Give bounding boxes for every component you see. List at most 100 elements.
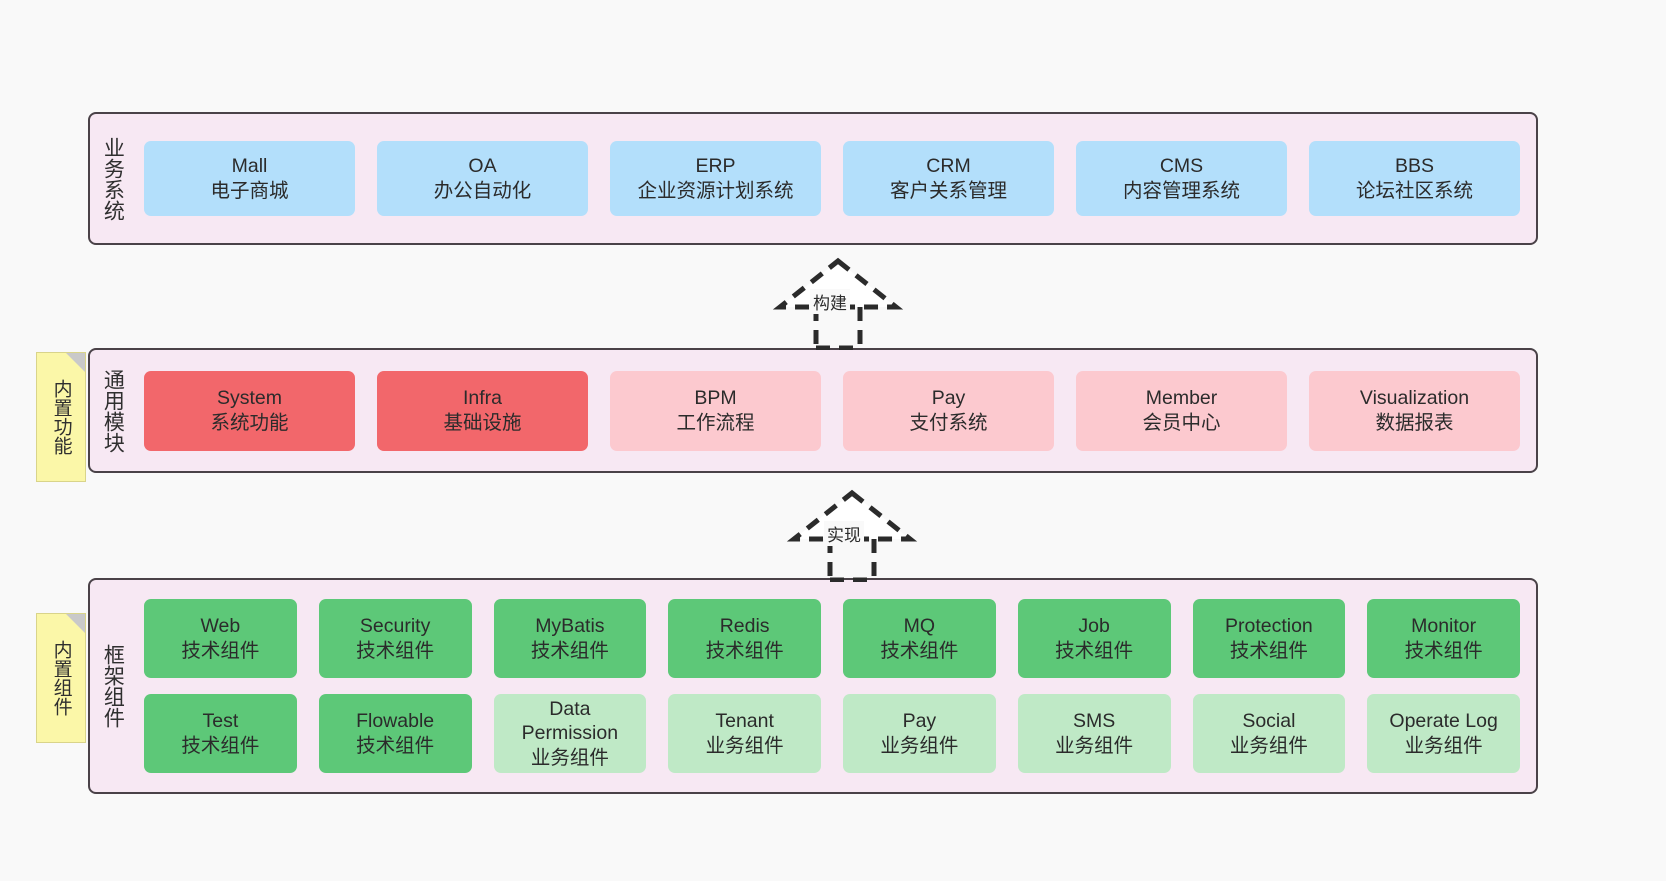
card-title-cn: 业务组件 — [705, 734, 784, 757]
layer-common-modules: 通用模块 System 系统功能 Infra 基础设施 BPM 工作流程 Pay… — [88, 348, 1538, 473]
card-title-cn: 技术组件 — [356, 639, 435, 662]
card-title-cn: 技术组件 — [530, 639, 609, 662]
card-title-en: Web — [200, 615, 241, 638]
layer-body-business: Mall 电子商城 OA 办公自动化 ERP 企业资源计划系统 CRM 客户关系… — [134, 114, 1536, 243]
card-oa[interactable]: OA 办公自动化 — [377, 141, 588, 216]
card-row: System 系统功能 Infra 基础设施 BPM 工作流程 Pay 支付系统… — [144, 370, 1520, 451]
card-mq[interactable]: MQ 技术组件 — [843, 599, 996, 678]
card-test[interactable]: Test 技术组件 — [144, 694, 297, 773]
card-title-en: Visualization — [1359, 387, 1470, 410]
card-social[interactable]: Social 业务组件 — [1192, 694, 1346, 773]
layer-title-business: 业务系统 — [101, 136, 125, 221]
card-title-en: Infra — [462, 387, 503, 410]
card-data-permission[interactable]: Data Permission 业务组件 — [493, 694, 647, 773]
card-title-cn: 业务组件 — [880, 734, 959, 757]
card-title-en: Redis — [719, 615, 770, 638]
card-cms[interactable]: CMS 内容管理系统 — [1076, 141, 1287, 216]
card-title-en: MyBatis — [535, 615, 605, 638]
card-sms[interactable]: SMS 业务组件 — [1017, 694, 1171, 773]
card-title-cn: 业务组件 — [1229, 734, 1308, 757]
arrow-label-implement: 实现 — [824, 521, 864, 546]
card-visualization[interactable]: Visualization 数据报表 — [1309, 370, 1520, 451]
card-title-en: Job — [1078, 615, 1110, 638]
card-crm[interactable]: CRM 客户关系管理 — [843, 141, 1054, 216]
card-pay[interactable]: Pay 支付系统 — [843, 370, 1054, 451]
card-mall[interactable]: Mall 电子商城 — [144, 141, 355, 216]
card-monitor[interactable]: Monitor 技术组件 — [1367, 599, 1520, 678]
card-tenant[interactable]: Tenant 业务组件 — [668, 694, 821, 773]
card-title-cn: 数据报表 — [1375, 411, 1454, 434]
card-title-cn: 业务组件 — [1404, 734, 1483, 757]
card-title-cn: 技术组件 — [181, 639, 260, 662]
card-redis[interactable]: Redis 技术组件 — [668, 599, 821, 678]
note-label: 内置组件 — [50, 640, 72, 716]
card-title-cn: 技术组件 — [1229, 639, 1308, 662]
card-title-en: BPM — [694, 387, 737, 410]
card-title-en: CMS — [1159, 155, 1204, 178]
card-system[interactable]: System 系统功能 — [144, 370, 355, 451]
card-title-cn: 企业资源计划系统 — [637, 179, 794, 202]
card-title-en: Social — [1242, 710, 1296, 733]
card-mybatis[interactable]: MyBatis 技术组件 — [493, 599, 647, 678]
card-title-cn: 电子商城 — [210, 179, 289, 202]
layer-title-common: 通用模块 — [101, 368, 125, 453]
card-security[interactable]: Security 技术组件 — [318, 599, 472, 678]
card-title-en: Pay — [931, 387, 966, 410]
card-member[interactable]: Member 会员中心 — [1076, 370, 1287, 451]
card-title-en: SMS — [1072, 710, 1116, 733]
layer-framework-components: 框架组件 Web 技术组件 Security 技术组件 MyBatis 技术组件… — [88, 578, 1538, 794]
card-erp[interactable]: ERP 企业资源计划系统 — [610, 141, 821, 216]
card-title-cn: 内容管理系统 — [1122, 179, 1240, 202]
card-web[interactable]: Web 技术组件 — [144, 599, 297, 678]
card-title-en: Monitor — [1411, 615, 1477, 638]
card-title-en: OA — [468, 155, 497, 178]
card-title-cn: 基础设施 — [443, 411, 522, 434]
card-title-en: CRM — [926, 155, 971, 178]
generalization-arrow-icon — [772, 257, 904, 351]
card-title-en: Pay — [902, 710, 937, 733]
card-title-en: MQ — [903, 615, 936, 638]
arrow-label-build: 构建 — [810, 289, 850, 314]
card-bpm[interactable]: BPM 工作流程 — [610, 370, 821, 451]
card-flowable[interactable]: Flowable 技术组件 — [318, 694, 472, 773]
layer-body-common: System 系统功能 Infra 基础设施 BPM 工作流程 Pay 支付系统… — [134, 350, 1536, 471]
card-infra[interactable]: Infra 基础设施 — [377, 370, 588, 451]
arrow-implement: 实现 — [762, 487, 942, 583]
card-title-cn: 技术组件 — [181, 734, 260, 757]
card-title-cn: 技术组件 — [1055, 639, 1134, 662]
card-title-cn: 支付系统 — [909, 411, 988, 434]
card-bbs[interactable]: BBS 论坛社区系统 — [1309, 141, 1520, 216]
card-row: Web 技术组件 Security 技术组件 MyBatis 技术组件 Redi… — [144, 599, 1520, 678]
card-title-cn: 会员中心 — [1142, 411, 1221, 434]
card-title-cn: 办公自动化 — [433, 179, 532, 202]
card-title-en: Data Permission — [521, 698, 619, 745]
card-row: Mall 电子商城 OA 办公自动化 ERP 企业资源计划系统 CRM 客户关系… — [144, 141, 1520, 216]
card-title-cn: 论坛社区系统 — [1355, 179, 1473, 202]
card-title-en: Flowable — [356, 710, 435, 733]
card-title-en: Security — [359, 615, 431, 638]
card-title-cn: 技术组件 — [705, 639, 784, 662]
card-title-en: Member — [1145, 387, 1218, 410]
note-builtin-components: 内置组件 — [36, 613, 86, 743]
card-job[interactable]: Job 技术组件 — [1017, 599, 1171, 678]
card-operate-log[interactable]: Operate Log 业务组件 — [1367, 694, 1520, 773]
layer-title-frame: 框架组件 — [101, 644, 125, 728]
card-title-en: Tenant — [715, 710, 774, 733]
card-title-en: System — [216, 387, 282, 410]
card-title-en: Mall — [231, 155, 268, 178]
card-title-cn: 业务组件 — [1055, 734, 1134, 757]
card-title-cn: 技术组件 — [880, 639, 959, 662]
note-label: 内置功能 — [50, 379, 72, 455]
card-title-en: ERP — [695, 155, 736, 178]
card-pay-component[interactable]: Pay 业务组件 — [843, 694, 996, 773]
card-title-cn: 系统功能 — [210, 411, 289, 434]
generalization-arrow-icon — [786, 489, 918, 583]
layer-business-systems: 业务系统 Mall 电子商城 OA 办公自动化 ERP 企业资源计划系统 CRM… — [88, 112, 1538, 245]
card-protection[interactable]: Protection 技术组件 — [1192, 599, 1346, 678]
card-title-cn: 工作流程 — [676, 411, 755, 434]
card-title-cn: 业务组件 — [530, 746, 609, 769]
layer-body-frame: Web 技术组件 Security 技术组件 MyBatis 技术组件 Redi… — [134, 580, 1536, 792]
note-builtin-functions: 内置功能 — [36, 352, 86, 482]
card-title-cn: 客户关系管理 — [889, 179, 1007, 202]
card-title-en: Test — [202, 710, 239, 733]
